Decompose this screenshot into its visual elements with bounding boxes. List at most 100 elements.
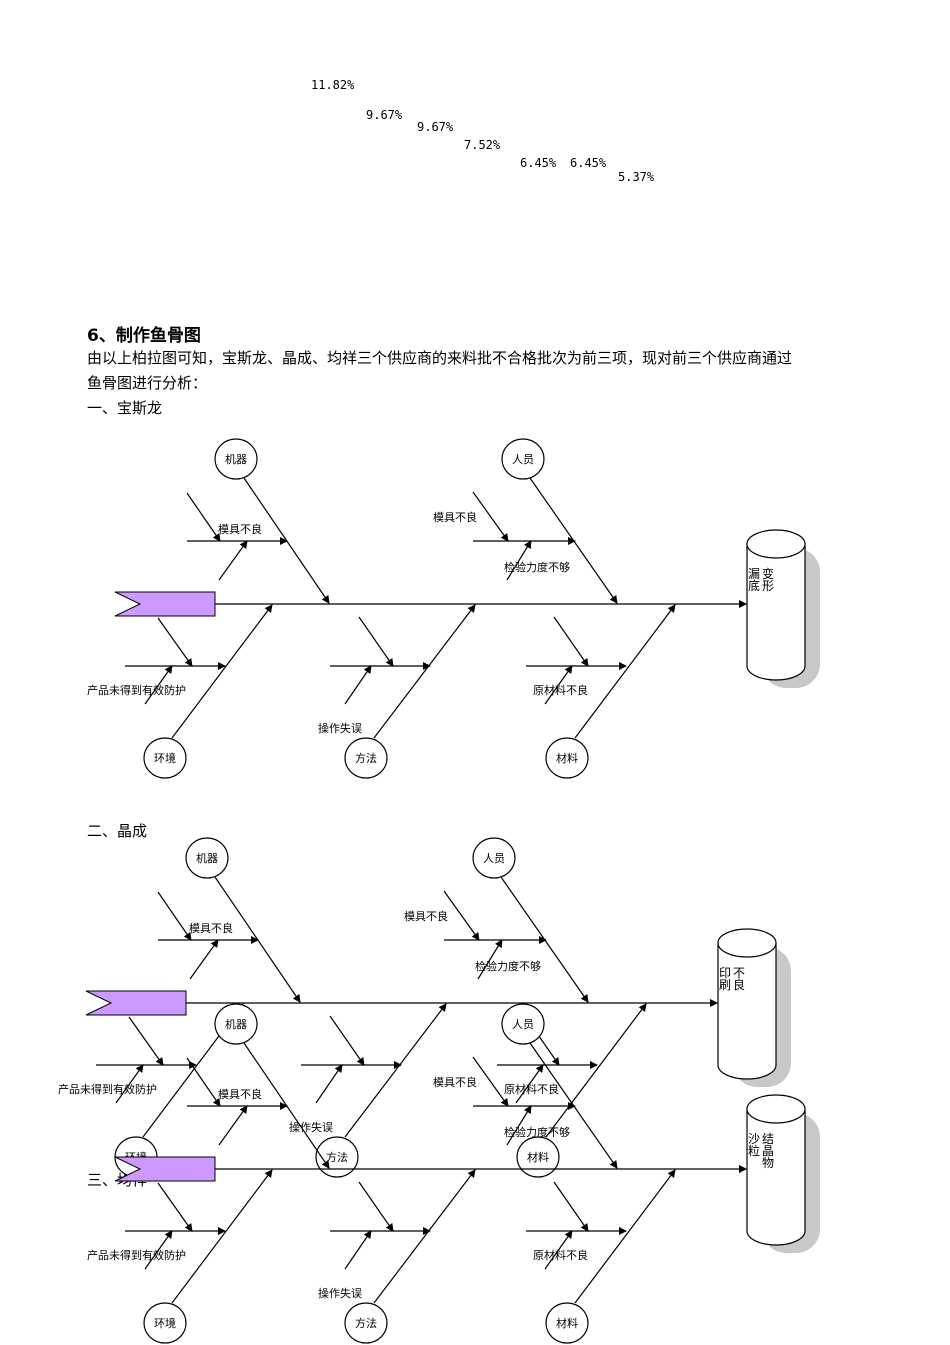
main-bone [574,604,676,739]
cause-material: 原材料不良 [533,1248,588,1262]
category-bottom-mid-label: 方法 [355,751,377,765]
sub-bone [329,1015,365,1066]
category-top-left-circle [214,1003,258,1045]
cause-people-a: 模具不良 [433,1075,477,1089]
sub-bone [544,665,573,705]
effect-char: 变 [762,566,774,581]
head-body [746,544,806,681]
pareto-label: 9.67% [366,108,403,122]
category-top-left-label: 机器 [196,851,218,865]
effect-char: 底 [748,578,760,593]
intro-line-1: 由以上柏拉图可知，宝斯龙、晶成、均祥三个供应商的来料批不合格批次为前三项，现对前… [87,349,793,367]
cause-material: 原材料不良 [533,683,588,697]
sub-bone [506,540,532,581]
fishbone-svg: 印刷不良机器模具不良人员模具不良检验力度不够环境产品未得到有效防护方法操作失误材… [58,837,791,1178]
pareto-label: 9.67% [417,120,454,134]
sub-bone [157,617,193,667]
fishbone-svg: 沙粒结晶物机器模具不良人员模具不良检验力度不够环境产品未得到有效防护方法操作失误… [87,1003,820,1344]
sub-bone [472,491,509,542]
cause-method: 操作失误 [318,721,362,735]
subheading-2: 二、晶成 [87,822,148,840]
sub-bone [443,890,480,941]
head-body [717,943,777,1080]
category-bottom-right-circle [545,737,589,779]
main-bone [373,604,476,739]
pareto-label: 5.37% [618,170,655,184]
category-top-right-circle [501,438,545,480]
effect-char: 沙 [748,1132,760,1146]
category-bottom-left-label: 环境 [154,751,176,765]
effect-label: 漏底 [748,567,760,593]
sub-bone [218,540,248,581]
sub-bone [506,1105,532,1146]
sub-bone [115,1064,144,1104]
sub-bone [358,1181,394,1232]
effect-char: 印 [719,966,731,980]
category-bottom-right-circle [516,1136,560,1178]
fish-tail [85,990,187,1016]
fish-tail [114,1156,216,1182]
cause-method: 操作失误 [318,1286,362,1300]
category-top-right-label: 人员 [512,453,534,466]
category-bottom-right-circle [545,1302,589,1344]
fishbone-group: 漏底变形机器模具不良人员模具不良检验力度不够环境产品未得到有效防护方法操作失误材… [87,438,820,779]
category-bottom-right-label: 材料 [556,751,578,765]
effect-label: 结晶物 [762,1132,774,1170]
cause-env: 产品未得到有效防护 [87,1248,186,1262]
main-bone [545,1003,647,1138]
sub-bone [344,665,372,705]
sub-bone [189,939,219,980]
sub-bone [472,1056,509,1107]
intro-line-2: 鱼骨图进行分析： [87,374,208,392]
main-bone [171,1169,273,1304]
cause-method: 操作失误 [289,1120,333,1134]
cause-machine: 模具不良 [218,522,262,536]
sub-bone [186,1057,221,1107]
cause-machine: 模具不良 [189,921,233,935]
category-bottom-left-circle [143,737,187,779]
sub-bone [553,1181,589,1232]
effect-char: 漏 [748,567,760,581]
sub-bone [144,665,173,705]
category-top-left-label: 机器 [225,452,247,466]
main-bone [344,1003,447,1138]
effect-char: 粒 [748,1143,760,1158]
effect-char: 良 [733,977,745,992]
sub-bone [477,939,503,980]
category-bottom-left-label: 环境 [154,1316,176,1330]
cause-people-b: 检验力度不够 [504,1125,570,1139]
effect-label: 不良 [733,966,745,992]
sub-bone [553,616,589,667]
cause-people-a: 模具不良 [433,510,477,524]
effect-char: 刷 [719,978,731,992]
cause-env: 产品未得到有效防护 [58,1082,157,1096]
effect-label: 印刷 [719,966,731,992]
sub-bone [128,1016,164,1066]
category-bottom-left-circle [143,1302,187,1344]
category-bottom-mid-label: 方法 [326,1150,348,1164]
head-top [717,928,777,958]
effect-char: 晶 [762,1144,774,1158]
category-bottom-right-label: 材料 [527,1150,549,1164]
head-top [746,1094,806,1124]
category-top-right-label: 人员 [483,852,505,865]
effect-char: 结 [762,1132,774,1146]
main-bone [171,604,273,739]
sub-bone [358,616,394,667]
category-top-left-label: 机器 [225,1017,247,1031]
pareto-label: 6.45% [570,156,607,170]
fishbone-group: 印刷不良机器模具不良人员模具不良检验力度不够环境产品未得到有效防护方法操作失误材… [58,837,791,1178]
category-bottom-mid-circle [344,1302,388,1344]
section-heading: 6、制作鱼骨图 [87,326,201,346]
cause-machine: 模具不良 [218,1087,262,1101]
sub-bone [315,1064,343,1104]
effect-label: 变形 [762,566,774,593]
pareto-label: 6.45% [520,156,557,170]
category-bottom-mid-label: 方法 [355,1316,377,1330]
main-bone [373,1169,476,1304]
sub-bone [186,492,221,542]
sub-bone [218,1105,248,1146]
subheading-1: 一、宝斯龙 [87,399,163,417]
sub-bone [515,1064,544,1104]
fishbone-group: 沙粒结晶物机器模具不良人员模具不良检验力度不够环境产品未得到有效防护方法操作失误… [87,1003,820,1344]
